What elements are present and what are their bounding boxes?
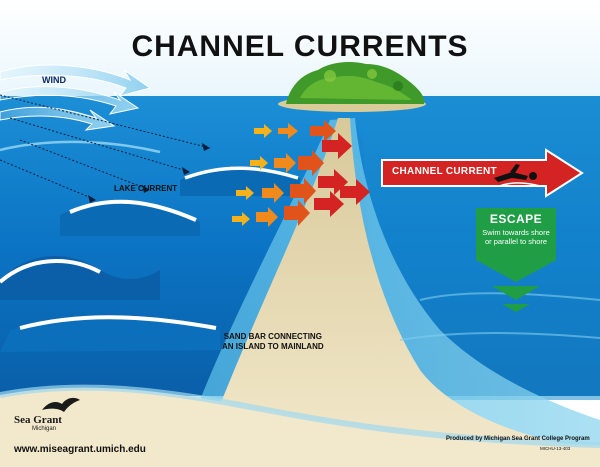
swimmer-icon [494,164,541,187]
sand-bar-label: SAND BAR CONNECTING AN ISLAND TO MAINLAN… [222,332,324,352]
lake-current-label: LAKE CURRENT [114,184,178,193]
escape-box: ESCAPE Swim towards shore or parallel to… [476,208,556,260]
wind-line-heads [88,143,210,203]
sea-grant-logo: Sea Grant Michigan [14,402,62,432]
page-title: CHANNEL CURRENTS [131,30,469,63]
shoreline [0,384,600,448]
publication-code: MICHU-13-403 [540,446,571,451]
wind-label: WIND [42,75,66,85]
wind-arrow-icon [0,64,152,131]
sand-bar-label-line2: AN ISLAND TO MAINLAND [222,342,324,351]
escape-instructions: Swim towards shore or parallel to shore [482,228,550,246]
beach [0,387,600,467]
down-chevron-icon [476,260,556,312]
current-arrow-icon [232,120,370,227]
island [278,62,426,112]
wind-lines [0,94,211,201]
escape-title: ESCAPE [489,212,543,226]
channel-current-label: CHANNEL CURRENT [392,166,497,177]
seagull-logo-icon [42,397,80,412]
website-link[interactable]: www.miseagrant.umich.edu [14,444,146,455]
waves [0,140,600,352]
logo-sub: Michigan [32,426,57,432]
sand-bar-label-line1: SAND BAR CONNECTING [223,332,322,341]
credit-text: Produced by Michigan Sea Grant College P… [446,436,590,442]
sand-bar [60,118,600,467]
logo-name: Sea Grant [14,414,62,426]
